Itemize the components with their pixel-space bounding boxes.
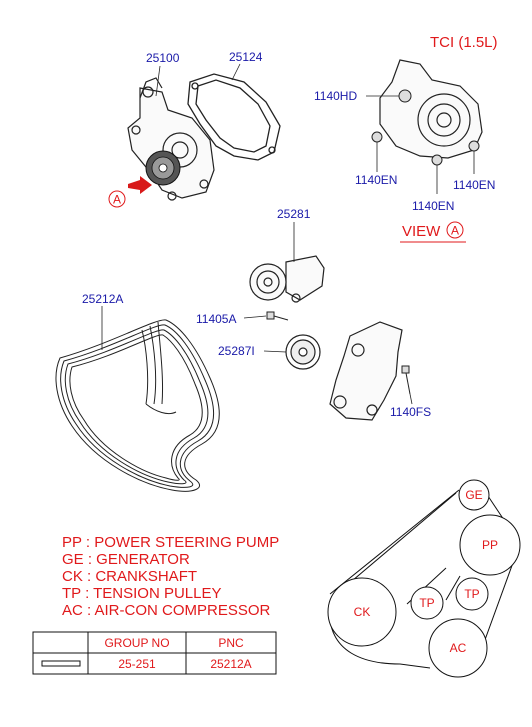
view-ref-circle [446,221,464,239]
legend-item-ac: AC : AIR-CON COMPRESSOR [62,602,271,619]
pulley-ac [428,618,488,678]
pulley-label-ge: GE [465,488,482,502]
part-label-25287i: 25287I [218,344,255,358]
part-label-1140en-mid: 1140EN [412,199,454,213]
table-row-belt-icon [41,660,81,667]
view-ref-text: VIEW [402,223,441,240]
pulley-tp-right [455,577,489,611]
parts-table [32,631,277,675]
view-a-leaders [366,95,475,194]
pulley-label-pp: PP [482,538,498,552]
leader-11405a [243,315,267,319]
pulley-label-ck: CK [354,605,371,619]
part-label-25124: 25124 [229,50,263,64]
part-label-1140fs: 1140FS [390,405,431,419]
v-ribbed-belt [55,319,220,492]
leader-25287i [263,350,287,353]
legend-item-ge: GE : GENERATOR [62,551,190,568]
pulley-ge [458,479,490,511]
part-label-1140en-left: 1140EN [355,173,397,187]
idler-pulley [285,334,321,370]
pulley-label-tp-right: TP [464,587,479,601]
table-cell-pnc: 25212A [210,657,251,671]
part-label-1140en-right: 1140EN [453,178,495,192]
leader-1140fs [409,393,413,405]
part-label-1140hd: 1140HD [314,89,357,103]
view-arrow: A [108,176,152,208]
model-label: TCI (1.5L) [430,34,498,51]
leader-25124 [231,63,241,81]
pulley-tp-left [410,586,444,620]
leader-25100 [155,65,161,97]
bolt-11405a [266,311,289,321]
pulley-ck [327,577,397,647]
bolt-1140fs [401,365,411,395]
table-header-pnc: PNC [218,636,244,650]
pulley-label-ac: AC [450,641,467,655]
view-a-pump-rear [379,59,483,159]
part-label-25212a: 25212A [82,292,123,306]
pulley-circles [327,479,521,678]
part-label-25281: 25281 [277,207,311,221]
pulley-pp [459,514,521,576]
part-label-11405a: 11405A [196,312,236,326]
tensioner-bracket [329,321,403,421]
arrow-marker-a: A [113,193,121,207]
auto-tensioner [249,255,325,303]
pump-gear [145,150,181,186]
pump-gasket [187,73,281,161]
part-label-25100: 25100 [146,51,180,65]
pulley-label-tp-left: TP [419,596,434,610]
table-header-group-no: GROUP NO [104,636,169,650]
legend-item-ck: CK : CRANKSHAFT [62,568,197,585]
legend-item-pp: PP : POWER STEERING PUMP [62,534,279,551]
legend: PP : POWER STEERING PUMP GE : GENERATOR … [62,534,279,619]
legend-item-tp: TP : TENSION PULLEY [62,585,222,602]
view-ref-marker: A [451,224,459,238]
table-cell-group-no: 25-251 [118,657,156,671]
